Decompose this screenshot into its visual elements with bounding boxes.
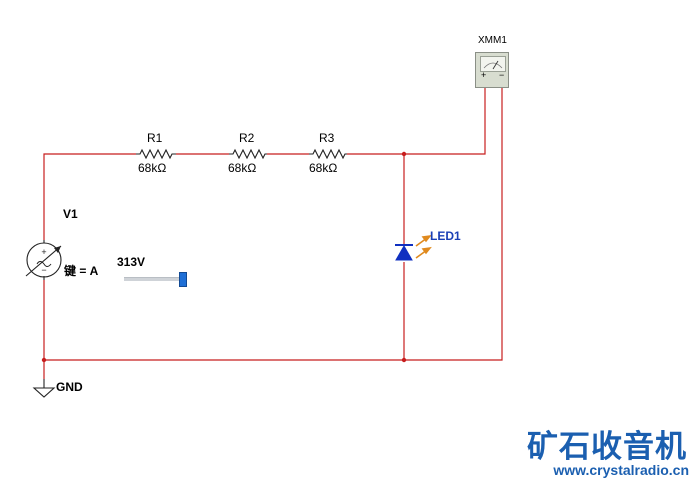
resistor-r3[interactable] <box>309 148 347 160</box>
watermark-title: 矿石收音机 <box>527 429 687 465</box>
meter-needle-icon <box>483 60 503 70</box>
v1-ref-label: V1 <box>63 207 78 221</box>
resistor-r1[interactable] <box>136 148 176 160</box>
r1-ref-label: R1 <box>147 131 163 145</box>
svg-text:−: − <box>41 265 46 275</box>
watermark-url: www.crystalradio.cn <box>553 462 689 478</box>
meter-plus-label: + <box>481 70 487 80</box>
r2-value-label: 68kΩ <box>228 161 257 175</box>
wires <box>43 86 503 379</box>
junction-gnd <box>41 357 47 363</box>
wire-r3-node <box>347 86 486 155</box>
junctions <box>41 151 407 363</box>
wire-bottom <box>44 86 503 361</box>
meter-display <box>480 56 506 72</box>
wire-top-left <box>43 153 136 240</box>
resistor-r2[interactable] <box>229 148 267 160</box>
ground-icon <box>32 379 56 398</box>
meter-ref-label: XMM1 <box>478 35 507 46</box>
voltage-slider[interactable] <box>124 272 187 287</box>
gnd-label: GND <box>56 380 83 394</box>
led-ref-label: LED1 <box>430 229 461 243</box>
multimeter-xmm1[interactable]: + − <box>475 52 509 88</box>
junction-top <box>401 151 407 157</box>
slider-track <box>124 277 182 281</box>
slider-thumb[interactable] <box>179 272 187 287</box>
r1-value-label: 68kΩ <box>138 161 167 175</box>
led-icon[interactable] <box>395 234 432 261</box>
svg-text:+: + <box>41 247 46 257</box>
r3-ref-label: R3 <box>319 131 335 145</box>
r3-value-label: 68kΩ <box>309 161 338 175</box>
voltage-source-v1[interactable]: + − <box>25 240 62 280</box>
meter-minus-label: − <box>499 70 505 80</box>
v1-value-label: 313V <box>117 255 146 269</box>
r2-ref-label: R2 <box>239 131 255 145</box>
junction-led-bottom <box>401 357 407 363</box>
v1-key-label: 键 = A <box>64 264 99 278</box>
